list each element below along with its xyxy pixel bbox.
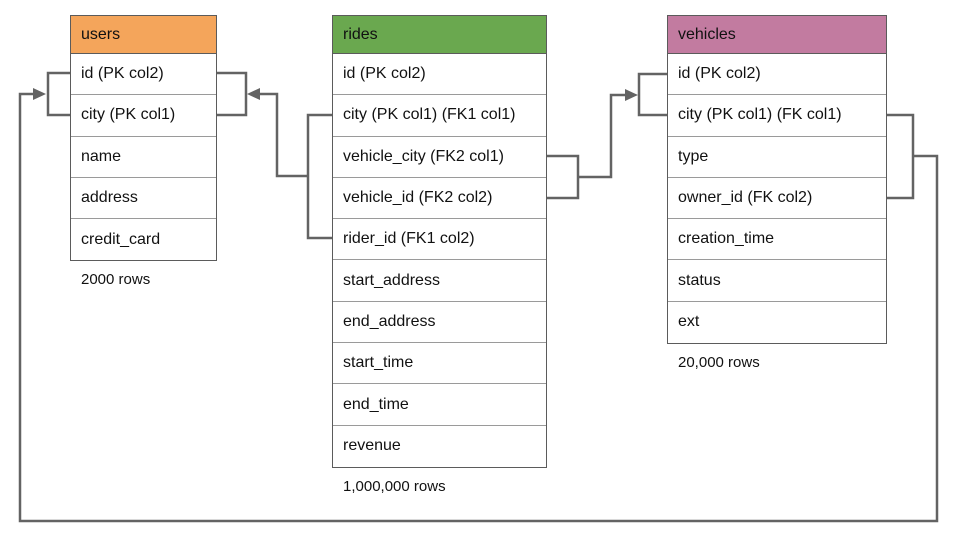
table-rides-header: rides [333,16,546,54]
column-row: revenue [333,425,546,467]
table-users-header: users [71,16,216,54]
column-row: id (PK col2) [333,54,546,96]
column-row: city (PK col1) (FK1 col1) [333,95,546,137]
column-row: vehicle_city (FK2 col1) [333,136,546,178]
column-row: credit_card [71,219,216,261]
table-users-rowcount: 2000 rows [81,271,151,289]
column-row: ext [668,301,886,344]
column-row: end_address [333,301,546,344]
table-vehicles: vehicles id (PK col2)city (PK col1) (FK … [667,15,887,371]
column-row: address [71,177,216,220]
column-row: vehicle_id (FK2 col2) [333,177,546,220]
column-row: id (PK col2) [71,54,216,96]
fk-arrow-rides-to-users [217,71,332,240]
column-row: owner_id (FK col2) [668,177,886,220]
column-row: city (PK col1) [71,95,216,137]
arrowhead-right-icon [33,88,46,100]
table-rides-rowcount: 1,000,000 rows [343,477,446,495]
column-row: id (PK col2) [668,54,886,96]
column-row: name [71,136,216,178]
table-rides-columns: id (PK col2)city (PK col1) (FK1 col1)veh… [333,54,546,467]
column-row: rider_id (FK1 col2) [333,219,546,261]
column-row: type [668,136,886,178]
table-rides: rides id (PK col2)city (PK col1) (FK1 co… [332,15,547,495]
fk-arrow-rides-to-vehicles [547,72,667,200]
table-vehicles-header: vehicles [668,16,886,54]
column-row: status [668,260,886,302]
column-row: start_address [333,260,546,302]
column-row: creation_time [668,219,886,261]
arrowhead-left-icon [247,88,260,100]
column-row: end_time [333,384,546,426]
table-vehicles-columns: id (PK col2)city (PK col1) (FK col1)type… [668,54,886,344]
table-vehicles-rowcount: 20,000 rows [678,354,760,372]
arrowhead-right-icon [625,89,638,101]
column-row: city (PK col1) (FK col1) [668,95,886,137]
column-row: start_time [333,343,546,385]
